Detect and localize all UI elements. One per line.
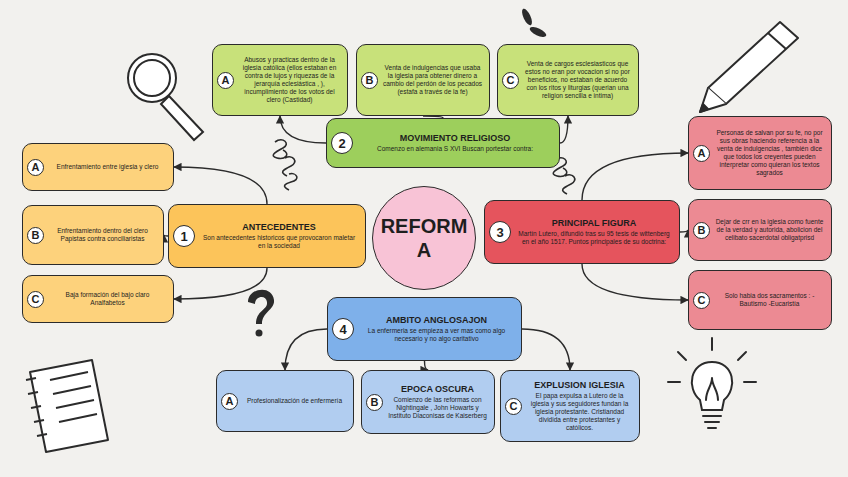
letter-badge: B	[693, 222, 710, 239]
badge-text: A	[226, 395, 234, 407]
topic-box: PRINCIPAL FIGURA Martín Lutero, difundió …	[484, 200, 680, 264]
letter-badge: C	[27, 291, 44, 308]
badge-text: A	[32, 161, 40, 173]
magnifier-icon	[128, 54, 203, 140]
box-text: Venta de cargos esclesiasticos que estos…	[523, 60, 632, 100]
topic-box: AMBITO ANGLOSAJON La enfermeria se empiez…	[327, 297, 522, 361]
box-heading: EXPLUSION IGLESIA	[534, 380, 625, 390]
box-text: Personas de salvan por su fe, no por sus…	[714, 129, 825, 177]
topic-box: ANTECEDENTES Son antecedentes historicos …	[168, 204, 366, 268]
branch-arrow	[522, 329, 570, 370]
detail-box: EPOCA OSCURA Comienzo de las reformas con…	[361, 370, 495, 434]
letter-badge: B	[27, 227, 44, 244]
letter-badge: C	[505, 398, 522, 415]
box-text: Solo habia dos sacramentos : -Bautismo -…	[714, 292, 825, 308]
callout-number: 3	[489, 221, 511, 243]
branch-arrow	[582, 153, 688, 200]
box-text: Baja formación del bajo claro Analfabeto…	[48, 291, 167, 307]
badge-text: A	[222, 74, 230, 86]
letter-badge: C	[502, 72, 519, 89]
badge-text: B	[698, 224, 706, 236]
box-heading: ANTECEDENTES	[242, 222, 316, 232]
callout-number: 4	[332, 318, 354, 340]
detail-box: EXPLUSION IGLESIA El papa expulsa a Luter…	[500, 370, 640, 442]
lightbulb-icon	[668, 338, 756, 428]
box-heading: AMBITO ANGLOSAJON	[386, 315, 487, 325]
letter-badge: C	[693, 292, 710, 309]
box-heading: EPOCA OSCURA	[401, 384, 474, 394]
branch-arrow	[280, 116, 326, 143]
box-text: Venta de indulgencias que usaba la igles…	[382, 64, 483, 96]
letter-badge: A	[221, 393, 238, 410]
box-text: Enfrentamiento entre iglesia y clero	[57, 163, 159, 171]
branch-arrow	[582, 264, 688, 300]
box-text: Abusos y practicas dentro de la iglesia …	[238, 56, 341, 104]
badge-text: C	[507, 74, 515, 86]
detail-box: Profesionalización de enfermería A	[216, 370, 354, 432]
branch-arrow	[680, 230, 688, 232]
topic-box: MOVIMIENTO RELIGIOSO Comenzo en alemania …	[326, 118, 560, 168]
branch-arrow	[425, 361, 429, 370]
box-heading: MOVIMIENTO RELIGIOSO	[400, 133, 510, 143]
callout-number: 2	[331, 132, 353, 154]
detail-box: Venta de indulgencias que usaba la igles…	[356, 44, 490, 116]
letter-badge: A	[217, 72, 234, 89]
box-text: Dejar de crr en la iglesia como fuente d…	[714, 218, 825, 242]
badge-text: 3	[496, 225, 503, 240]
branch-arrow	[174, 268, 267, 299]
box-text: Martín Lutero, difundió tras su 95 tesis…	[515, 230, 673, 246]
letter-badge: A	[27, 159, 44, 176]
callout-number: 1	[173, 225, 195, 247]
detail-box: Venta de cargos esclesiasticos que estos…	[497, 44, 639, 116]
letter-badge: B	[361, 72, 378, 89]
badge-text: B	[371, 396, 379, 408]
question-mark	[248, 290, 274, 337]
box-heading: PRINCIPAL FIGURA	[552, 218, 637, 228]
branch-arrow	[174, 167, 267, 204]
box-text: Profesionalización de enfermería	[247, 397, 342, 405]
box-text: El papa expulsa a Lutero de la iglesia y…	[526, 392, 633, 432]
center-circle: REFORM A	[372, 186, 476, 290]
box-text: La enfermeria se empieza a ver mas como …	[358, 327, 515, 343]
branch-arrow	[285, 329, 327, 370]
branch-arrow	[560, 116, 568, 143]
badge-text: A	[698, 147, 706, 159]
detail-box: Baja formación del bajo claro Analfabeto…	[22, 275, 174, 323]
badge-text: B	[366, 74, 374, 86]
badge-text: 2	[338, 136, 345, 151]
main-title: REFORM A	[378, 214, 470, 262]
notebook-icon	[26, 360, 108, 452]
badge-text: C	[698, 294, 706, 306]
detail-box: Enfrentamiento entre iglesia y clero A	[22, 143, 174, 191]
letter-badge: B	[366, 394, 383, 411]
detail-box: Abusos y practicas dentro de la iglesia …	[212, 44, 348, 116]
letter-badge: A	[693, 145, 710, 162]
box-text: Comienzo de las reformas con Nightingale…	[387, 396, 488, 420]
box-text: Enfrentamiento dentro del clero Papistas…	[48, 227, 157, 243]
detail-box: Personas de salvan por su fe, no por sus…	[688, 116, 832, 190]
box-text: Son antecedentes historicos que provocar…	[199, 234, 359, 250]
detail-box: Dejar de crr en la iglesia como fuente d…	[688, 199, 832, 261]
detail-box: Enfrentamiento dentro del clero Papistas…	[22, 205, 164, 265]
badge-text: B	[32, 229, 40, 241]
badge-text: 4	[339, 322, 346, 337]
badge-text: C	[510, 400, 518, 412]
box-text: Comenzo en alemania S XVI Buscan portest…	[377, 145, 533, 153]
badge-text: 1	[180, 229, 187, 244]
badge-text: C	[32, 293, 40, 305]
detail-box: Solo habia dos sacramentos : -Bautismo -…	[688, 270, 832, 330]
pencil-icon	[700, 22, 798, 112]
